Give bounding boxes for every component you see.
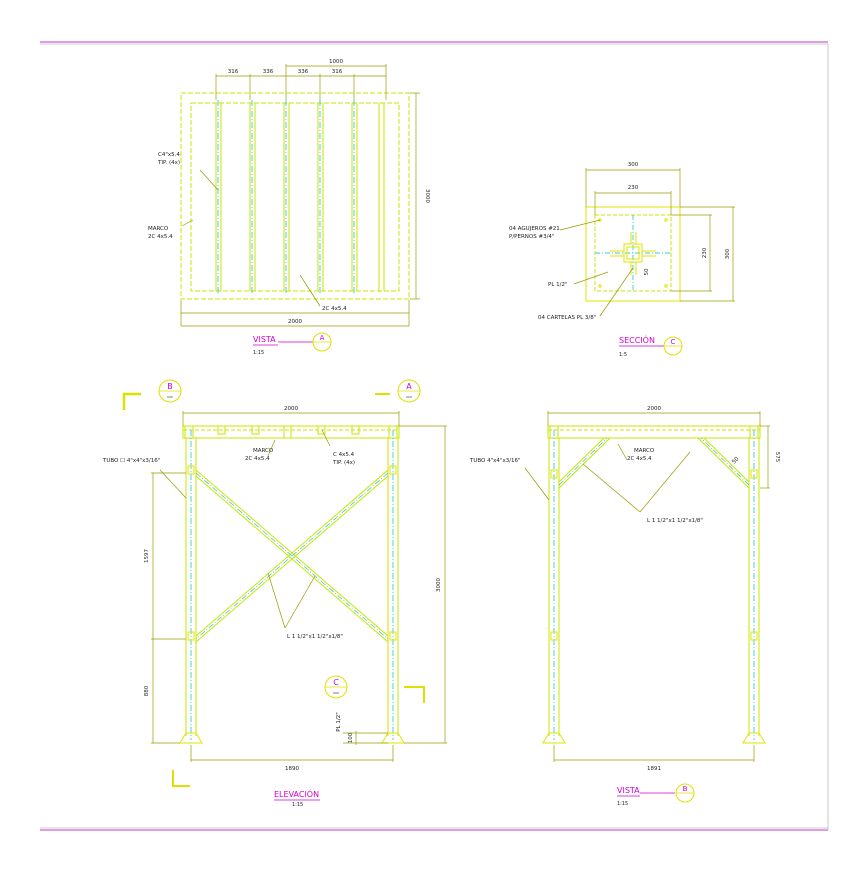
cut-marker-b-tag: B — [167, 382, 173, 391]
section-title-block: SECCIÓN 1:5 C — [619, 334, 683, 358]
side-title: VISTA — [617, 786, 640, 795]
section-plates — [585, 206, 681, 302]
elevation-columns — [185, 438, 399, 736]
side-dim-right: 575 — [774, 452, 780, 463]
section-dim-300: 300 — [628, 162, 639, 168]
cut-marker-c-tag: C — [333, 678, 339, 687]
elevation-dim-lines — [151, 411, 447, 762]
plan-dim-right: 3000 — [424, 189, 430, 203]
section-dim-230: 230 — [628, 185, 639, 191]
elev-label-c-2: TIP. (4x) — [332, 460, 355, 466]
plan-dim-texts: 1000 316 336 336 316 3000 2000 C4"x5.4 T… — [148, 59, 430, 325]
section-view: 300 230 230 300 50 04 AGUJEROS #21 P/PER… — [509, 162, 735, 358]
section-label-pl: PL 1/2" — [548, 282, 568, 288]
section-dim-50: 50 — [644, 268, 650, 275]
side-dim-bottom: 1891 — [647, 766, 661, 772]
side-column-axes — [553, 430, 755, 740]
elevation-view: B A C — [102, 379, 447, 808]
plan-title: VISTA — [253, 335, 276, 344]
side-dim-angle: 50 — [731, 456, 741, 466]
plan-scale: 1:15 — [253, 350, 264, 356]
section-dim-lines — [559, 168, 735, 317]
plan-axes — [217, 100, 355, 294]
section-label-holes-2: P/PERNOS #3/4" — [509, 234, 554, 240]
plan-label-2c: 2C 4x5.4 — [322, 306, 347, 312]
plan-label-c-1: C4"x5.4 — [158, 152, 180, 158]
elev-label-c-1: C 4x5.4 — [333, 452, 355, 458]
section-tag: C — [671, 338, 676, 346]
side-beam — [547, 425, 761, 439]
elev-label-pl: PL 1/2" — [336, 712, 342, 732]
plan-label-c-2: TIP. (4x) — [157, 160, 180, 166]
side-knee-braces — [558, 437, 750, 489]
section-dim-v230: 230 — [702, 247, 708, 258]
plan-joists — [215, 103, 385, 291]
elevation-bracing — [195, 469, 389, 643]
cut-marker-b: B — [122, 379, 182, 410]
plan-dimension-lines — [180, 64, 420, 327]
elev-dim-left-lower: 880 — [144, 685, 150, 696]
plan-dim-bottom: 2000 — [288, 319, 302, 325]
elev-dim-bottom: 1890 — [285, 766, 299, 772]
elev-dim-pl: 100 — [348, 732, 354, 743]
side-scale: 1:15 — [617, 801, 628, 807]
side-title-block: VISTA 1:15 B — [617, 783, 695, 807]
plan-title-block: VISTA 1:15 A — [253, 332, 332, 356]
elevation-title: ELEVACIÓN — [274, 788, 319, 799]
plan-dim-2: 336 — [263, 69, 274, 75]
plan-dim-3: 336 — [298, 69, 309, 75]
section-scale: 1:5 — [619, 352, 627, 358]
side-label-marco-1: MARCO — [634, 448, 655, 454]
elev-dim-top: 2000 — [284, 406, 298, 412]
side-label-marco-2: 2C 4x5.4 — [627, 456, 652, 462]
side-dim-lines — [524, 411, 770, 762]
plan-view: 1000 316 336 336 316 3000 2000 C4"x5.4 T… — [148, 59, 430, 356]
section-label-holes-1: 04 AGUJEROS #21 — [509, 226, 560, 232]
side-knee-axes — [558, 437, 750, 486]
side-gussets — [542, 469, 766, 744]
elev-label-marco-2: 2C 4x5.4 — [245, 456, 270, 462]
plan-label-marco-2: 2C 4x5.4 — [148, 234, 173, 240]
elev-label-tubo: TUBO ☐ 4"x4"x3/16" — [102, 457, 160, 464]
sheet-border — [40, 41, 828, 831]
cut-marker-c: C — [172, 675, 425, 787]
elevation-scale: 1:15 — [292, 802, 303, 808]
side-view: 2000 575 1891 50 TUBO 4"x4"x3/16" MARCO … — [469, 406, 780, 807]
elevation-column-axes — [190, 430, 394, 740]
plan-label-marco-1: MARCO — [148, 226, 169, 232]
elev-label-angle: L 1 1/2"x1 1/2"x1/8" — [287, 634, 343, 640]
elev-dim-right: 3000 — [436, 578, 442, 592]
section-title: SECCIÓN — [619, 334, 655, 345]
plan-frame — [180, 92, 410, 300]
side-texts: 2000 575 1891 50 TUBO 4"x4"x3/16" MARCO … — [469, 406, 780, 772]
plan-dim-4: 316 — [332, 69, 343, 75]
cut-marker-a: A — [375, 379, 421, 403]
cut-marker-a-tag: A — [406, 382, 412, 391]
side-columns — [548, 438, 760, 736]
side-dim-top: 2000 — [647, 406, 661, 412]
plan-dim-total: 1000 — [329, 59, 343, 65]
section-dim-v300: 300 — [725, 248, 731, 259]
sheet-border-gray — [40, 43, 829, 830]
elev-dim-left-upper: 1597 — [144, 549, 150, 563]
elevation-gussets — [179, 465, 405, 744]
elev-label-marco-1: MARCO — [253, 448, 274, 454]
elevation-beam — [182, 425, 400, 439]
elevation-texts: 2000 3000 1597 880 1890 100 PL 1/2" TUBO… — [102, 406, 442, 772]
elevation-title-block: ELEVACIÓN 1:15 — [274, 788, 320, 808]
elevation-bracing-axes — [195, 472, 389, 640]
side-label-tubo: TUBO 4"x4"x3/16" — [469, 458, 521, 464]
plan-tag: A — [320, 334, 325, 342]
section-label-cartelas: 04 CARTELAS PL 3/8" — [538, 315, 596, 321]
plan-dim-1: 316 — [228, 69, 239, 75]
side-label-angle: L 1 1/2"x1 1/2"x1/8" — [647, 518, 703, 524]
section-texts: 300 230 230 300 50 04 AGUJEROS #21 P/PER… — [509, 162, 731, 321]
side-tag: B — [683, 785, 688, 793]
